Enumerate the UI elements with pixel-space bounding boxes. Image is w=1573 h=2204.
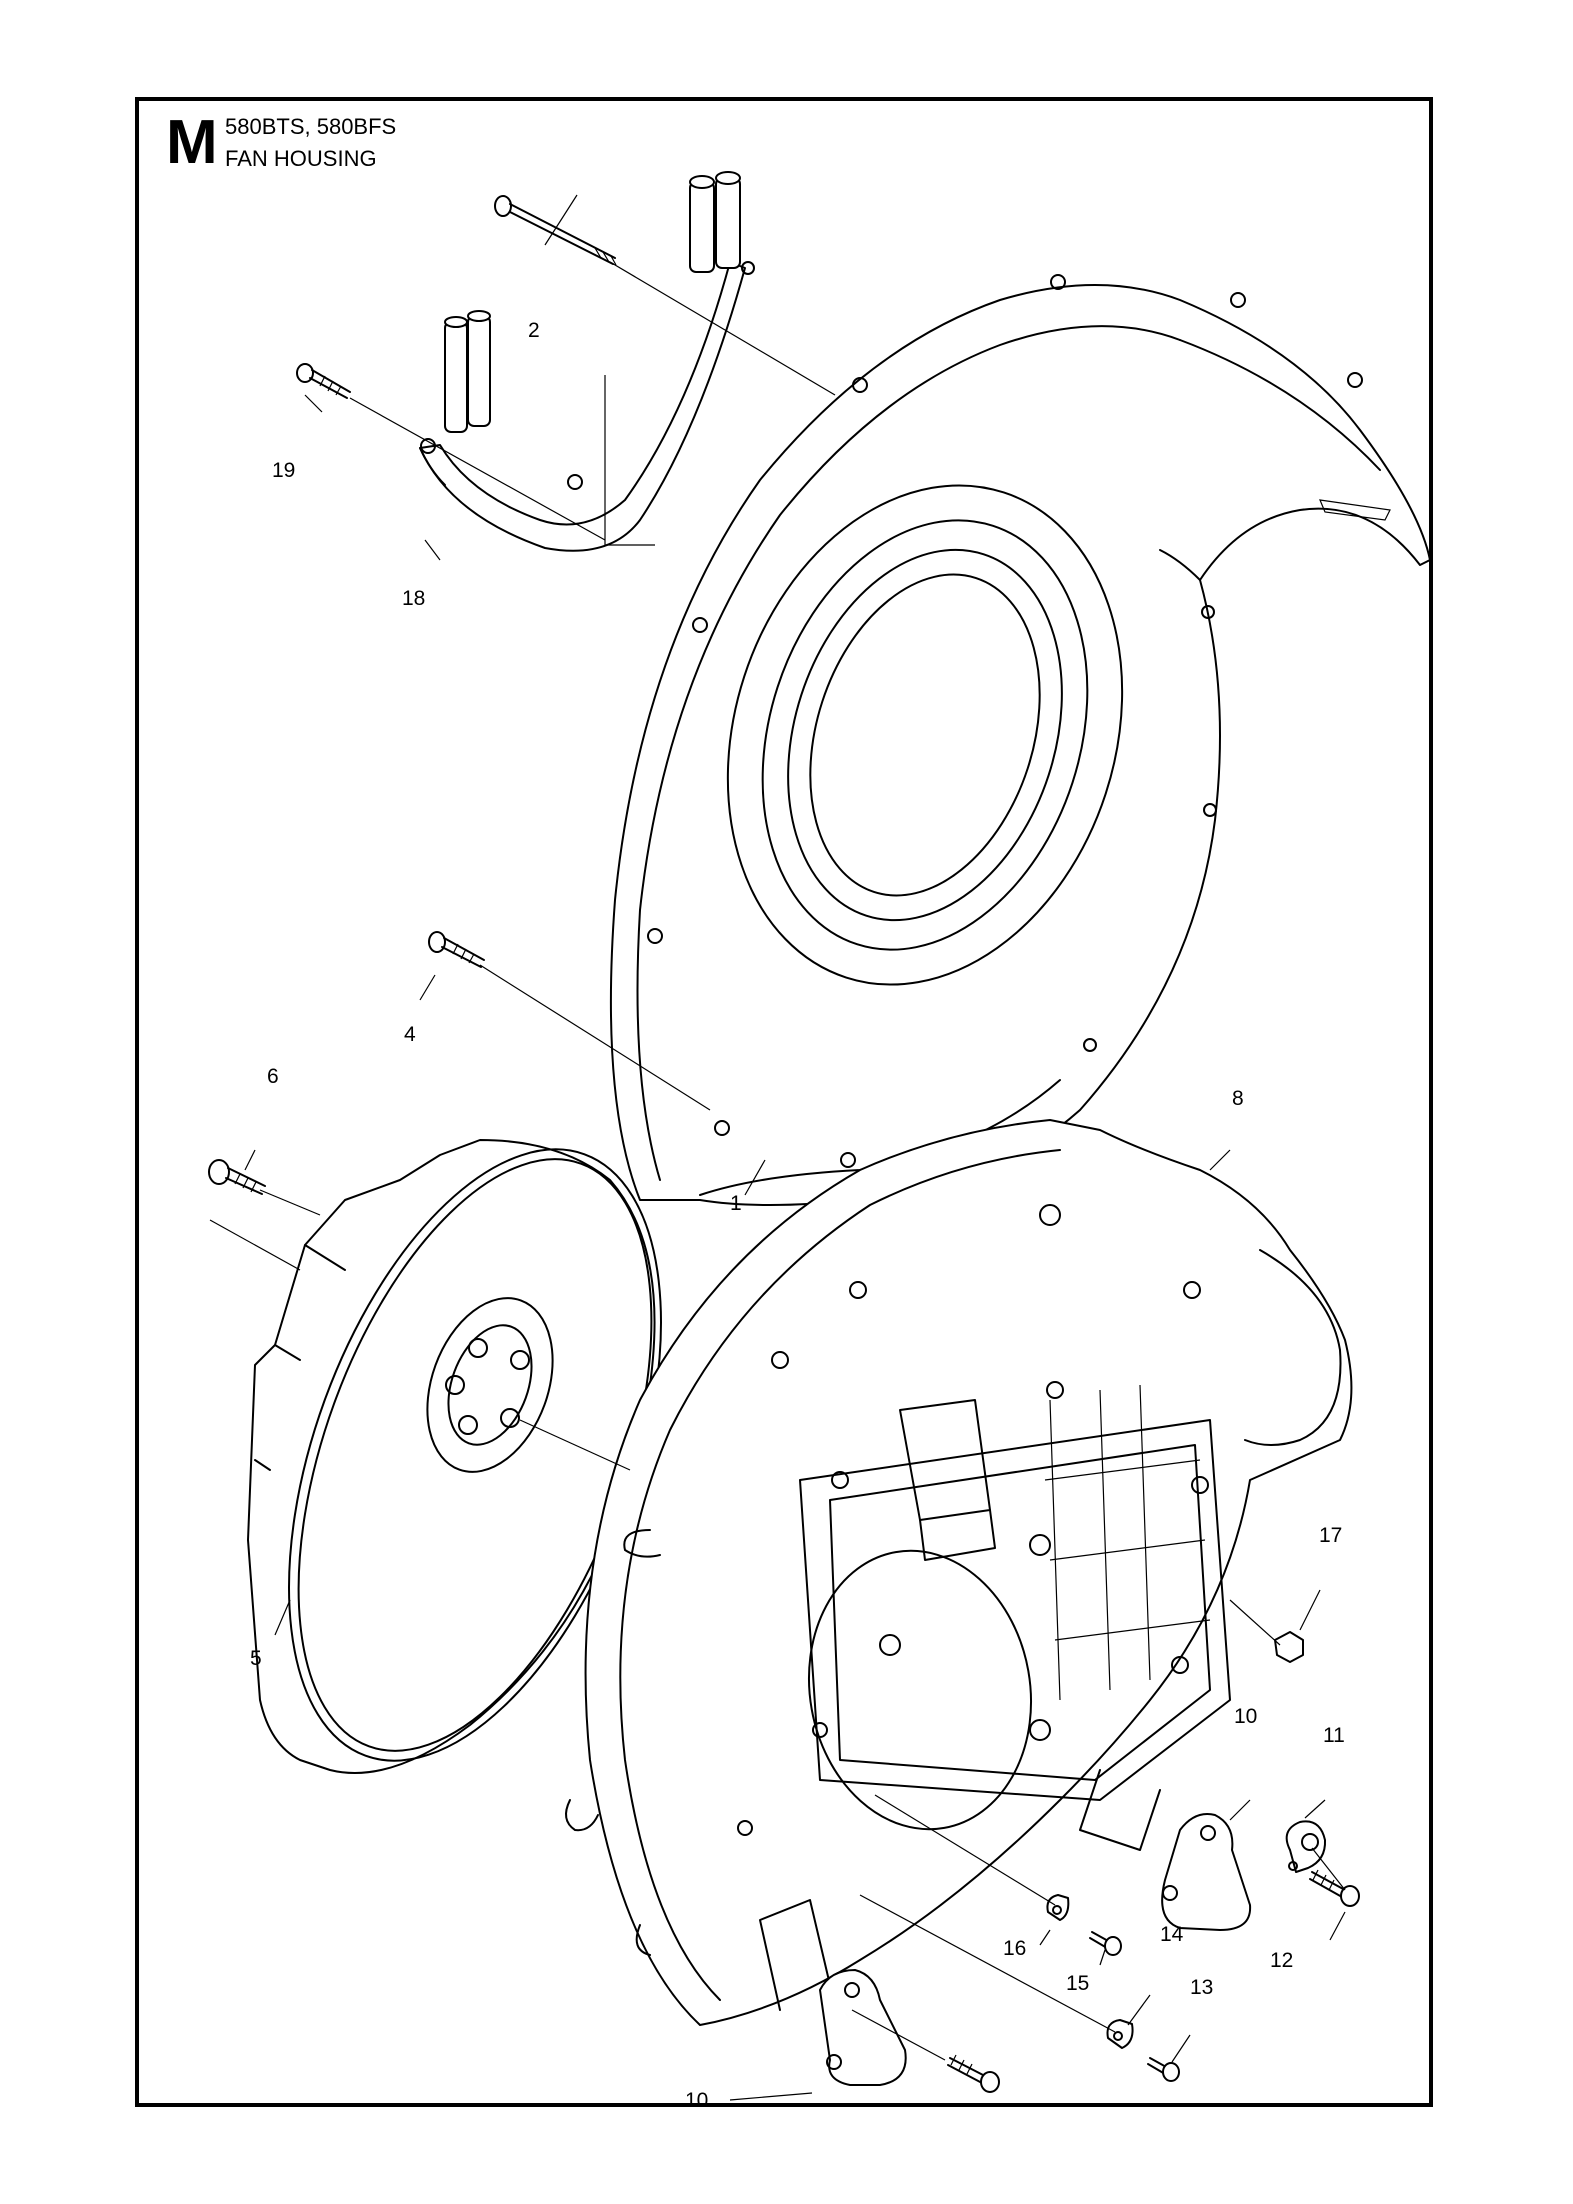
callout-6: 6: [267, 1065, 279, 1088]
part-19-bolt: [296, 363, 351, 399]
part-15-screw: [1089, 1931, 1122, 1956]
part-11-clamp: [1285, 1820, 1327, 1873]
callout-4: 4: [404, 1023, 416, 1046]
callout-12: 12: [1270, 1949, 1294, 1972]
callout-13: 13: [1190, 1976, 1214, 1999]
callout-17: 17: [1319, 1524, 1343, 1547]
part-10-foot-lower: [819, 1969, 907, 2086]
callout-10-lower: 10: [685, 2089, 709, 2112]
callout-19: 19: [272, 459, 296, 482]
callout-18: 18: [402, 587, 426, 610]
part-17-nut: [1274, 1631, 1304, 1663]
part-4-screw: [428, 931, 485, 968]
callout-11: 11: [1323, 1724, 1345, 1747]
diagram-frame: [135, 97, 1433, 2107]
part-13-screw: [1147, 2057, 1180, 2082]
foot-screw-lower: [947, 2054, 1000, 2093]
callout-8: 8: [1232, 1087, 1244, 1110]
part-10-foot-right: [1161, 1813, 1252, 1931]
callout-14: 14: [1160, 1923, 1184, 1946]
part-12-screw: [1309, 1869, 1360, 1907]
part-18-bracket: [419, 171, 755, 552]
part-5-fan-wheel: [247, 1139, 662, 1774]
part-8-fan-housing: [565, 1119, 1353, 2026]
part-16-clip: [1046, 1894, 1070, 1921]
part-2-bolt: [494, 195, 617, 266]
section-letter: M: [166, 108, 218, 177]
part-6-screw: [208, 1159, 266, 1195]
part-1-fan-cover: [609, 274, 1431, 1206]
callout-10-right: 10: [1234, 1705, 1258, 1728]
model-numbers: 580BTS, 580BFS: [225, 114, 397, 139]
callout-1: 1: [730, 1192, 742, 1215]
callout-5: 5: [250, 1647, 262, 1670]
page-title: FAN HOUSING: [225, 146, 377, 171]
leader-lines: [209, 194, 1346, 2101]
callout-2: 2: [528, 319, 540, 342]
callout-15: 15: [1066, 1972, 1090, 1995]
callout-16: 16: [1003, 1937, 1027, 1960]
